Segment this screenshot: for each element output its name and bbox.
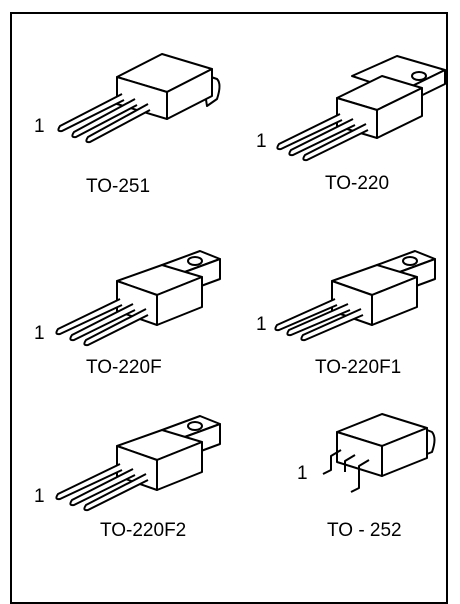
to-220-drawing (276, 55, 446, 162)
to-252-drawing (322, 413, 436, 493)
package-label-to-220f1: TO-220F1 (315, 357, 402, 378)
package-label-to-220: TO-220 (325, 173, 390, 194)
to-220f-drawing (55, 250, 221, 347)
to-220f2-drawing (55, 415, 221, 512)
to-251-drawing (57, 53, 221, 144)
to-220f1-drawing (274, 250, 436, 342)
diagram-frame: 1 TO-251 1 TO-220 (10, 12, 448, 604)
pin-1-label: 1 (34, 323, 45, 344)
pin-1-label: 1 (256, 131, 267, 152)
package-label-to-252: TO - 252 (327, 520, 402, 541)
pin-1-label: 1 (34, 116, 45, 137)
package-label-to-220f2: TO-220F2 (100, 520, 187, 541)
pin-1-label: 1 (256, 314, 267, 335)
package-label-to-251: TO-251 (86, 176, 151, 197)
package-label-to-220f: TO-220F (86, 357, 162, 378)
pin-1-label: 1 (34, 486, 45, 507)
pin-1-label: 1 (297, 463, 308, 484)
